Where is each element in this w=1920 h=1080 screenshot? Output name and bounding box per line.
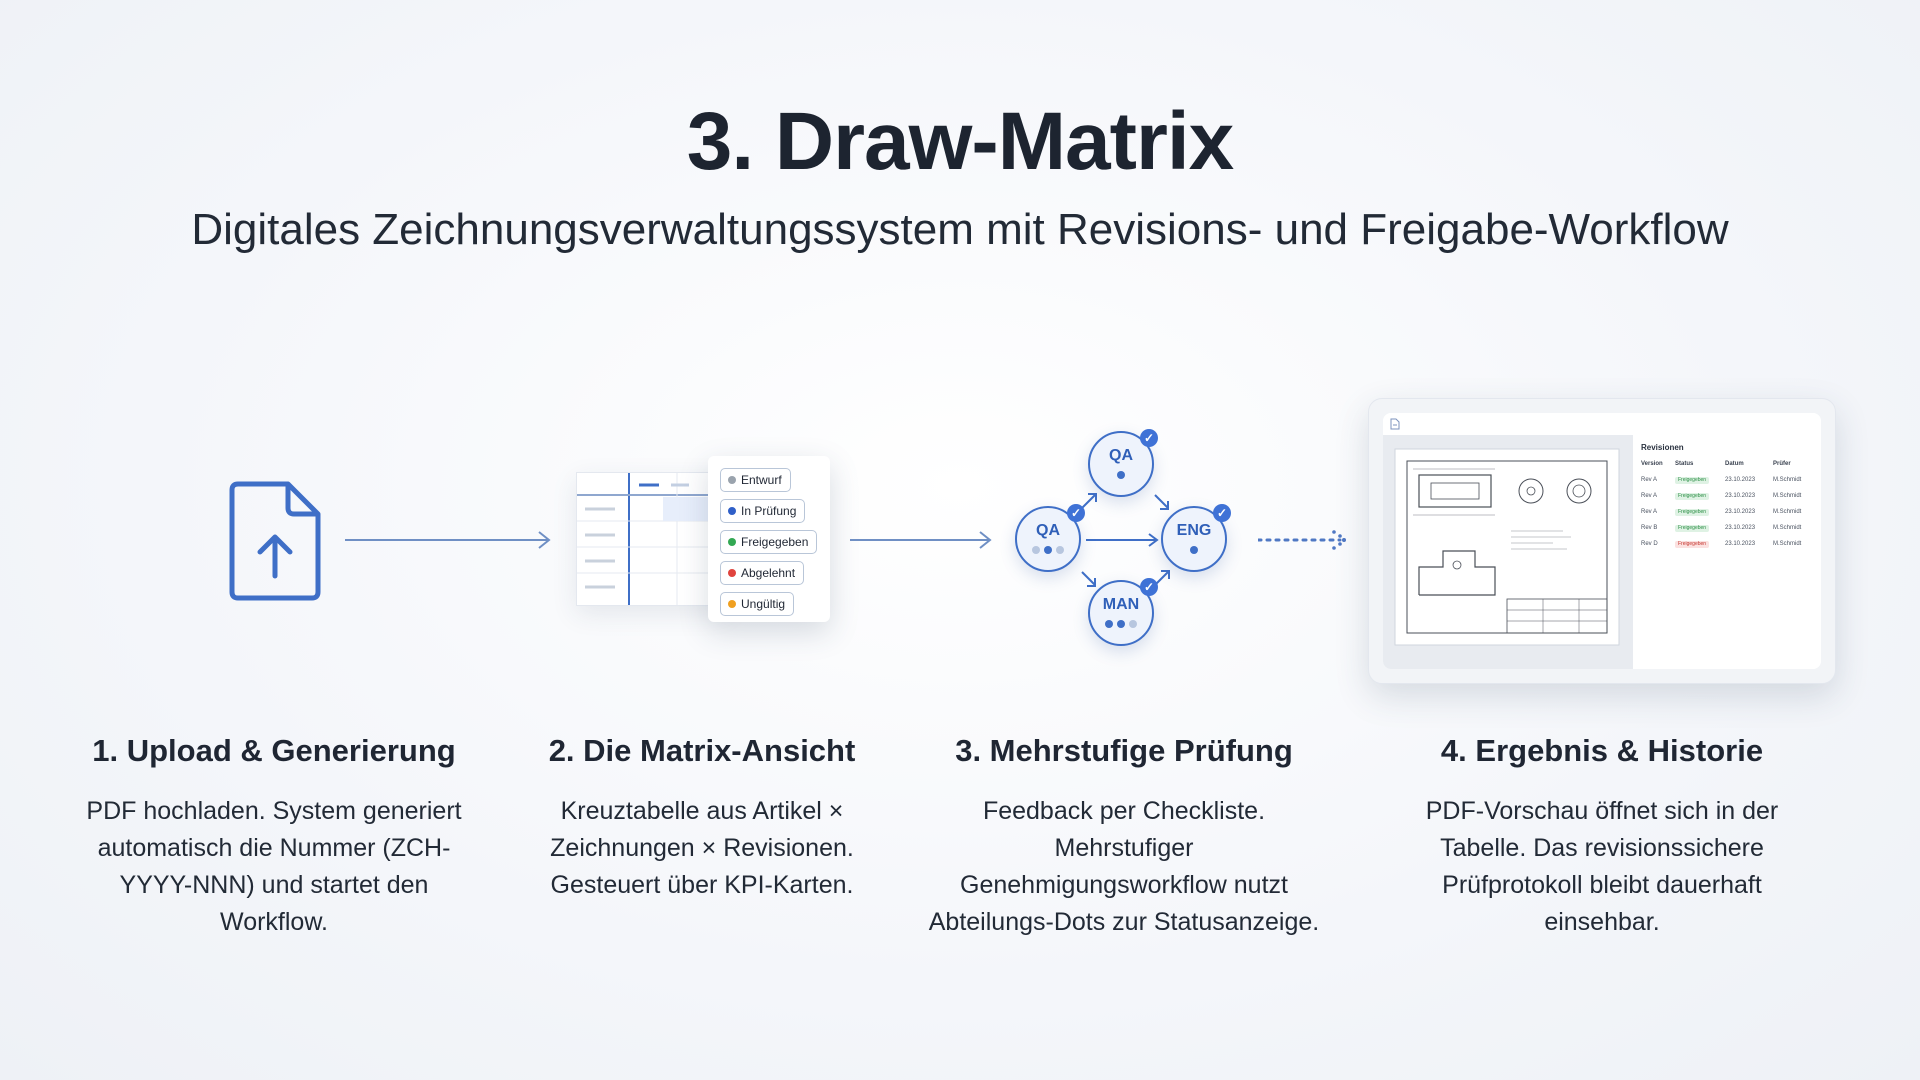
cell-reviewer: M.Schmidt: [1773, 493, 1802, 499]
cell-status: Freigegeben: [1675, 525, 1710, 532]
matrix-grid-lines: [577, 473, 727, 605]
department-dots: [1163, 546, 1225, 554]
status-badge-approved[interactable]: Freigegeben: [720, 530, 818, 554]
workflow-node-man[interactable]: MAN ✓: [1088, 578, 1158, 646]
column-header-status: Status: [1675, 461, 1694, 467]
department-dot: [1105, 620, 1113, 628]
cell-reviewer: M.Schmidt: [1773, 477, 1802, 483]
workflow-node-qa-top[interactable]: QA ✓: [1088, 429, 1158, 497]
connector-arrow-3-dotted: [1258, 530, 1346, 550]
status-badge-rejected[interactable]: Abgelehnt: [720, 561, 805, 585]
revision-table-heading: Revisionen: [1641, 443, 1684, 452]
step-3-description: Feedback per Checkliste. Mehrstufiger Ge…: [928, 797, 1320, 936]
cell-version: Rev D: [1641, 541, 1658, 547]
cell-status: Freigegeben: [1675, 541, 1710, 548]
column-header-reviewer: Prüfer: [1773, 461, 1791, 467]
step-2-description: Kreuztabelle aus Artikel × Zeichnungen ×…: [550, 797, 854, 899]
node-label: MAN: [1102, 596, 1140, 613]
table-row[interactable]: Rev D Freigegeben 23.10.2023 M.Schmidt: [1633, 537, 1821, 553]
department-dots: [1090, 471, 1152, 479]
status-dot: [728, 538, 736, 546]
department-dot: [1056, 546, 1064, 554]
connector-arrow-2: [850, 531, 992, 549]
status-dot: [728, 507, 736, 515]
status-badge-draft[interactable]: Entwurf: [720, 468, 791, 492]
check-icon: ✓: [1213, 504, 1231, 522]
cell-date: 23.10.2023: [1725, 509, 1756, 515]
step-1-description: PDF hochladen. System generiert automati…: [86, 797, 462, 936]
result-window-content: Revisionen Version Status Datum Prüfer R…: [1383, 413, 1821, 669]
department-dots: [1090, 620, 1152, 628]
result-preview-window: Revisionen Version Status Datum Prüfer R…: [1368, 398, 1836, 684]
status-badge-label: In Prüfung: [741, 504, 797, 518]
department-dot: [1044, 546, 1052, 554]
status-badge-invalid[interactable]: Ungültig: [720, 592, 795, 616]
cell-version: Rev A: [1641, 477, 1658, 483]
node-label: QA: [1036, 522, 1060, 539]
department-dot: [1190, 546, 1198, 554]
cell-reviewer: M.Schmidt: [1773, 541, 1802, 547]
file-icon[interactable]: [1390, 418, 1400, 430]
result-window-toolbar: [1383, 413, 1821, 436]
cell-status: Freigegeben: [1675, 493, 1710, 500]
cell-date: 23.10.2023: [1725, 477, 1756, 483]
check-icon: ✓: [1140, 578, 1158, 596]
page-title: 3. Draw-Matrix: [686, 96, 1235, 187]
cell-reviewer: M.Schmidt: [1773, 525, 1802, 531]
cell-date: 23.10.2023: [1725, 541, 1756, 547]
department-dot: [1117, 471, 1125, 479]
table-row[interactable]: Rev A Freigegeben 23.10.2023 M.Schmidt: [1633, 505, 1821, 521]
technical-drawing-thumbnail: [1394, 448, 1620, 646]
status-dot: [728, 600, 736, 608]
department-dot: [1129, 620, 1137, 628]
status-badge-label: Entwurf: [741, 473, 782, 487]
check-icon: ✓: [1140, 429, 1158, 447]
department-dots: [1017, 546, 1079, 554]
step-1-title: 1. Upload & Generierung: [92, 733, 456, 768]
cell-version: Rev A: [1641, 509, 1658, 515]
column-header-date: Datum: [1725, 461, 1744, 467]
cell-version: Rev A: [1641, 493, 1658, 499]
status-badge-label: Abgelehnt: [741, 566, 796, 580]
cell-date: 23.10.2023: [1725, 493, 1756, 499]
connector-arrow-1: [345, 531, 551, 549]
status-dot: [728, 476, 736, 484]
page-subtitle: Digitales Zeichnungsverwaltungssystem mi…: [191, 205, 1729, 254]
cell-status: Freigegeben: [1675, 477, 1710, 484]
status-filter-popup: Entwurf In Prüfung Freigegeben Abgelehnt…: [708, 456, 830, 622]
cell-reviewer: M.Schmidt: [1773, 509, 1802, 515]
step-4-title: 4. Ergebnis & Historie: [1440, 733, 1764, 768]
cell-status: Freigegeben: [1675, 509, 1710, 516]
table-row[interactable]: Rev A Freigegeben 23.10.2023 M.Schmidt: [1633, 473, 1821, 489]
pdf-preview[interactable]: [1383, 435, 1633, 669]
department-dot: [1117, 620, 1125, 628]
table-row[interactable]: Rev A Freigegeben 23.10.2023 M.Schmidt: [1633, 489, 1821, 505]
status-dot: [728, 569, 736, 577]
status-badge-review[interactable]: In Prüfung: [720, 499, 806, 523]
column-header-version: Version: [1641, 461, 1663, 467]
node-label: ENG: [1176, 522, 1212, 539]
table-row[interactable]: Rev B Freigegeben 23.10.2023 M.Schmidt: [1633, 521, 1821, 537]
matrix-table-preview: [576, 472, 728, 606]
revision-table: Revisionen Version Status Datum Prüfer R…: [1633, 435, 1821, 669]
step-2-title: 2. Die Matrix-Ansicht: [548, 733, 856, 768]
cell-version: Rev B: [1641, 525, 1658, 531]
step-3-title: 3. Mehrstufige Prüfung: [955, 733, 1293, 768]
workflow-node-qa-left[interactable]: QA ✓: [1015, 504, 1085, 572]
node-label: QA: [1109, 447, 1133, 464]
status-badge-label: Ungültig: [741, 597, 786, 611]
status-badge-label: Freigegeben: [741, 535, 809, 549]
upload-document-icon: [229, 481, 321, 601]
cell-date: 23.10.2023: [1725, 525, 1756, 531]
step-4-description: PDF-Vorschau öffnet sich in der Tabelle.…: [1425, 797, 1779, 936]
workflow-node-eng[interactable]: ENG ✓: [1161, 504, 1231, 572]
department-dot: [1032, 546, 1040, 554]
check-icon: ✓: [1067, 504, 1085, 522]
